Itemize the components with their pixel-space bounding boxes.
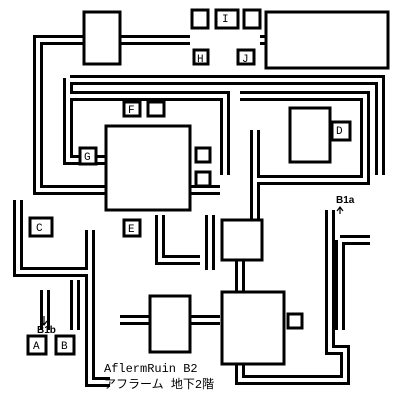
room-label-d: D (336, 126, 343, 138)
room-i-left (190, 8, 210, 30)
stairs-label-b1a: B1a (336, 195, 355, 206)
room-label-b: B (61, 341, 68, 353)
corridor-floor (16, 200, 92, 274)
room-g (78, 146, 98, 166)
room-south-nub (286, 312, 304, 330)
room-i (214, 8, 240, 30)
room-mid-right (220, 218, 264, 262)
stairs-b1b-arrow-icon (40, 316, 48, 326)
corridor-floor (88, 272, 150, 384)
room-label-g: G (84, 152, 91, 164)
room-f-right (146, 100, 166, 118)
room-side-2 (194, 170, 212, 188)
room-d-block (288, 106, 332, 164)
room-f (122, 100, 142, 118)
corridors (13, 35, 385, 387)
corridor-far-right (335, 235, 370, 330)
map-title: AflermRuin B2 (104, 362, 198, 376)
room-d (330, 120, 352, 142)
room-c (28, 216, 54, 238)
room-label-j: J (242, 54, 249, 66)
room-j (236, 48, 256, 66)
room-label-f: F (128, 105, 135, 117)
room-northeast (264, 10, 390, 70)
corridor-b1b (40, 280, 80, 330)
corridor-floor (158, 215, 212, 270)
room-b (54, 334, 76, 356)
room-h (192, 48, 210, 66)
stairs-b1a-arrow-icon (336, 206, 344, 214)
room-label-i: I (222, 14, 229, 26)
room-e (122, 218, 142, 238)
room-south-right (220, 290, 286, 366)
room-a (26, 334, 48, 356)
map-title-jp: アフラーム 地下2階 (104, 378, 215, 392)
corridor-floor (338, 238, 370, 330)
corridor-floor (240, 94, 367, 182)
room-central (104, 124, 192, 212)
room-side-1 (194, 146, 212, 164)
room-label-h: H (197, 54, 204, 66)
room-northwest (82, 10, 122, 66)
corridor-floor (238, 210, 347, 382)
room-label-e: E (128, 224, 135, 236)
room-south-center (148, 294, 192, 354)
room-label-c: C (36, 223, 43, 235)
stairs-label-b1b: B1b (37, 325, 56, 336)
room-i-right (242, 8, 262, 30)
room-label-a: A (33, 341, 40, 353)
corridor-floor (68, 94, 227, 175)
